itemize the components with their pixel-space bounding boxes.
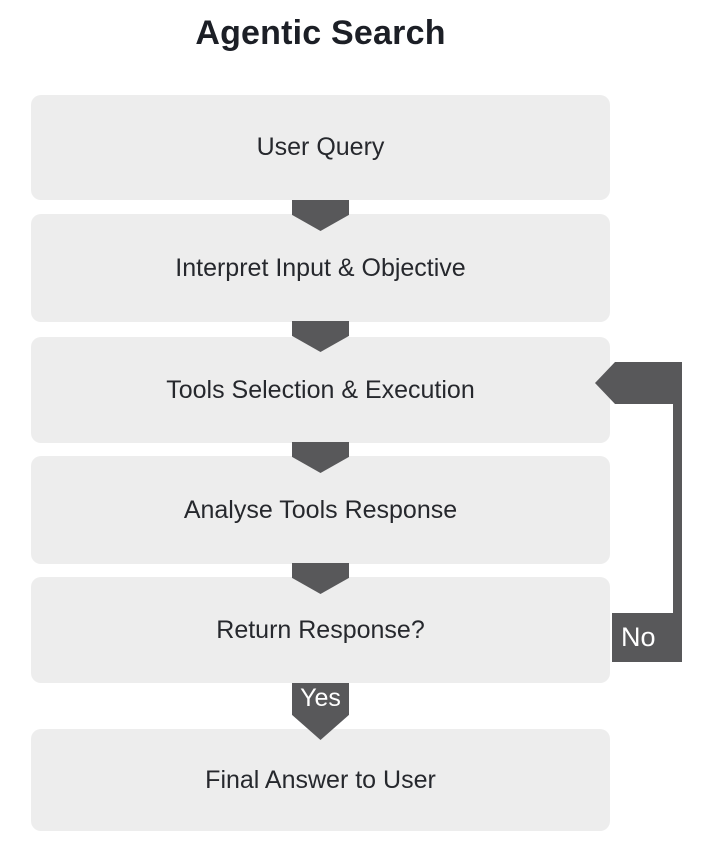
node-label: Return Response? [216,615,425,644]
yes-label: Yes [300,684,341,712]
diagram-title: Agentic Search [195,14,446,52]
node-tools-selection-execution: Tools Selection & Execution [31,337,610,443]
no-label-badge: No [612,613,682,662]
node-label: Final Answer to User [205,765,436,794]
node-final-answer-to-user: Final Answer to User [31,729,610,831]
node-label: User Query [256,133,385,161]
node-interpret-input-objective: Interpret Input & Objective [31,214,610,322]
node-analyse-tools-response: Analyse Tools Response [31,456,610,564]
node-user-query: User Query [31,95,610,200]
node-label: Interpret Input & Objective [175,253,466,282]
node-label: Analyse Tools Response [183,495,458,524]
no-label: No [621,622,656,652]
no-loop-arrow-left-icon [595,362,682,404]
no-loop-vertical-line [673,385,682,615]
node-label: Tools Selection & Execution [166,375,475,404]
node-return-response: Return Response? [31,577,610,683]
